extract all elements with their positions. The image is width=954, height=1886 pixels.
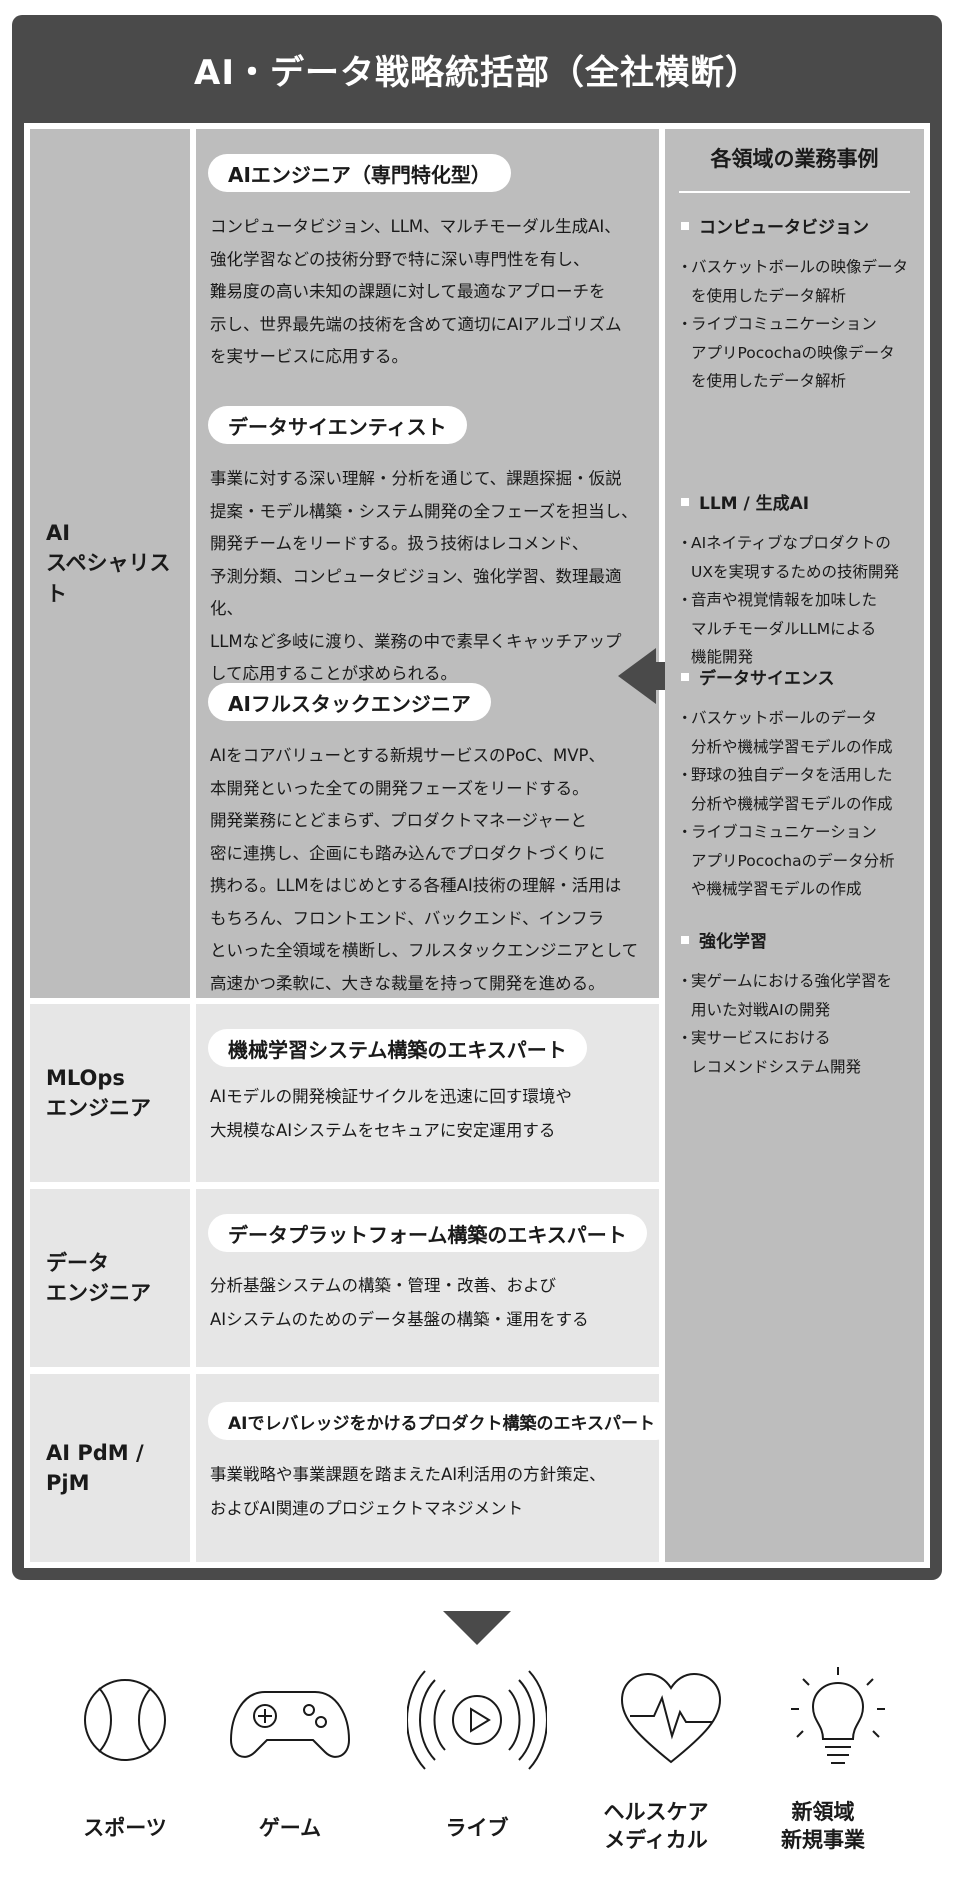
heart-pulse-icon	[601, 1660, 741, 1780]
gamepad-icon	[220, 1660, 360, 1780]
role-desc-ai-engineer: コンピュータビジョン、LLM、マルチモーダル生成AI、 強化学習などの技術分野で…	[210, 217, 622, 366]
role-desc-data-scientist: 事業に対する深い理解・分析を通じて、課題探掘・仮説 提案・モデル構築・システム開…	[210, 469, 638, 683]
row-body-ai-specialist: AIエンジニア（専門特化型） コンピュータビジョン、LLM、マルチモーダル生成A…	[196, 129, 659, 998]
list-item: ・実サービスにおける レコメンドシステム開発	[677, 1029, 862, 1076]
example-list: ・実ゲームにおける強化学習を 用いた対戦AIの開発 ・実サービスにおける レコメ…	[677, 967, 919, 1081]
list-item: ・野球の独自データを活用した 分析や機械学習モデルの作成	[677, 766, 893, 813]
example-list: ・AIネイティブなプロダクトの UXを実現するための技術開発 ・音声や視覚情報を…	[677, 529, 919, 672]
live-stream-icon	[407, 1660, 547, 1780]
domain-label-live: ライブ	[445, 1816, 509, 1840]
domain-label-healthcare: ヘルスケア メディカル	[603, 1800, 709, 1852]
department-title: AI・データ戦略統括部（全社横断）	[194, 52, 760, 93]
list-item: ・AIネイティブなプロダクトの UXを実現するための技術開発	[677, 534, 899, 581]
domain-label-sports: スポーツ	[83, 1816, 167, 1840]
arrow-down-icon	[443, 1611, 511, 1645]
department-content: AI スペシャリスト AIエンジニア（専門特化型） コンピュータビジョン、LLM…	[24, 123, 930, 1568]
square-bullet-icon	[681, 221, 689, 230]
examples-divider	[679, 191, 910, 193]
row-body-mlops: 機械学習システム構築のエキスパート AIモデルの開発検証サイクルを迅速に回す環境…	[196, 1004, 659, 1182]
list-item: ・実ゲームにおける強化学習を 用いた対戦AIの開発	[677, 972, 893, 1019]
row-label-data-engineer: データ エンジニア	[30, 1189, 190, 1367]
list-item: ・ライブコミュニケーション アプリPocochaの映像データ を使用したデータ解…	[677, 315, 895, 390]
square-bullet-icon	[681, 497, 689, 506]
role-pill-ai-pdm: AIでレバレッジをかけるプロダクト構築のエキスパート	[208, 1402, 675, 1440]
example-category: 強化学習	[681, 927, 767, 952]
example-list: ・バスケットボールの映像データ を使用したデータ解析 ・ライブコミュニケーション…	[677, 253, 919, 396]
role-pill-data-engineer: データプラットフォーム構築のエキスパート	[208, 1214, 647, 1252]
example-category: LLM / 生成AI	[681, 489, 809, 514]
domain-label-game: ゲーム	[258, 1816, 322, 1840]
role-pill-data-scientist: データサイエンティスト	[208, 406, 467, 444]
examples-title: 各領域の業務事例	[710, 147, 879, 171]
list-item: ・バスケットボールのデータ 分析や機械学習モデルの作成	[677, 709, 893, 756]
role-desc-ai-fullstack: AIをコアバリューとする新規サービスのPoC、MVP、 本開発といった全ての開発…	[210, 746, 639, 993]
role-pill-ai-engineer: AIエンジニア（専門特化型）	[208, 154, 511, 192]
example-category: データサイエンス	[681, 664, 835, 689]
row-body-data-engineer: データプラットフォーム構築のエキスパート 分析基盤システムの構築・管理・改善、お…	[196, 1189, 659, 1367]
row-label-ai-specialist: AI スペシャリスト	[30, 129, 190, 998]
baseball-icon	[55, 1660, 195, 1780]
role-desc-ai-pdm: 事業戦略や事業課題を踏まえたAI利活用の方針策定、 およびAI関連のプロジェクト…	[210, 1465, 606, 1518]
example-list: ・バスケットボールのデータ 分析や機械学習モデルの作成 ・野球の独自データを活用…	[677, 704, 919, 904]
role-desc-mlops: AIモデルの開発検証サイクルを迅速に回す環境や 大規模なAIシステムをセキュアに…	[210, 1087, 572, 1140]
row-label-mlops: MLOps エンジニア	[30, 1004, 190, 1182]
list-item: ・音声や視覚情報を加味した マルチモーダルLLMによる 機能開発	[677, 591, 878, 666]
lightbulb-icon	[768, 1660, 908, 1780]
domain-label-new-business: 新領域 新規事業	[781, 1800, 865, 1852]
list-item: ・ライブコミュニケーション アプリPocochaのデータ分析 や機械学習モデルの…	[677, 823, 895, 898]
role-desc-data-engineer: 分析基盤システムの構築・管理・改善、および AIシステムのためのデータ基盤の構築…	[210, 1276, 589, 1329]
department-frame: AI・データ戦略統括部（全社横断） AI スペシャリスト AIエンジニア（専門特…	[12, 15, 942, 1580]
role-pill-ai-fullstack: AIフルスタックエンジニア	[208, 683, 491, 721]
role-pill-mlops: 機械学習システム構築のエキスパート	[208, 1029, 587, 1067]
examples-panel: 各領域の業務事例 コンピュータビジョン ・バスケットボールの映像データ を使用し…	[665, 129, 924, 1562]
example-category: コンピュータビジョン	[681, 213, 869, 238]
row-label-ai-pdm: AI PdM / PjM	[30, 1374, 190, 1562]
list-item: ・バスケットボールの映像データ を使用したデータ解析	[677, 258, 909, 305]
row-body-ai-pdm: AIでレバレッジをかけるプロダクト構築のエキスパート 事業戦略や事業課題を踏まえ…	[196, 1374, 675, 1562]
square-bullet-icon	[681, 672, 689, 681]
square-bullet-icon	[681, 935, 689, 944]
